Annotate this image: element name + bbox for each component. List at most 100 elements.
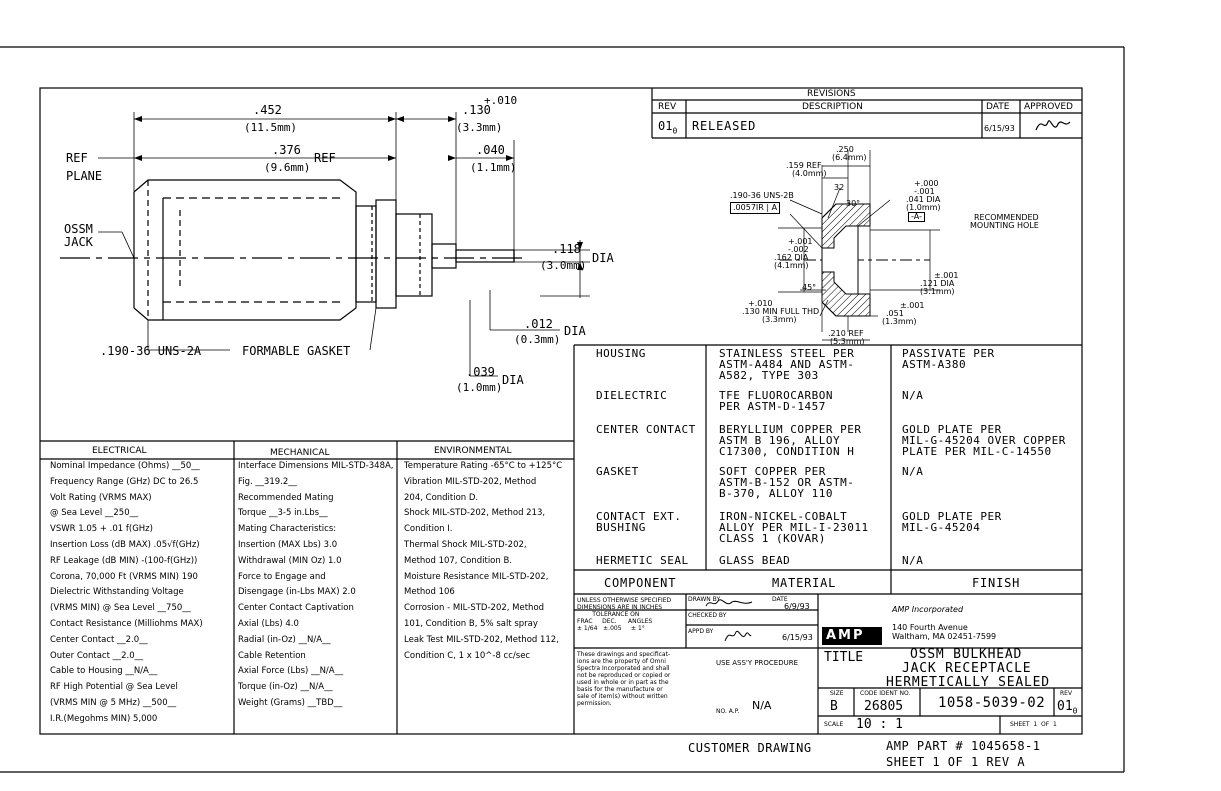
mechanical-spec-line: Weight (Grams) __TBD__ (238, 698, 343, 708)
ref-label-left: REF (66, 151, 88, 165)
material-row-material: GLASS BEAD (719, 554, 791, 567)
revisions-title: REVISIONS (807, 89, 856, 99)
footer-sheet: SHEET 1 OF 1 REV A (886, 755, 1026, 769)
electrical-spec-line: Insertion Loss (dB MAX) .05√f(GHz) (50, 540, 200, 550)
mh-30deg: 30° (846, 199, 861, 208)
electrical-spec-line: Corona, 70,000 Ft (VRMS MIN) 190 (50, 571, 198, 582)
material-row-finish: N/A (902, 389, 924, 402)
environmental-spec-line: Moisture Resistance MIL-STD-202, (404, 571, 549, 582)
mechanical-spec-line: Cable Retention (238, 650, 306, 661)
environmental-title: ENVIRONMENTAL (434, 446, 512, 456)
mh-162: .162 DIA (774, 253, 809, 262)
title-label: TITLE (824, 650, 864, 665)
dia-label-2: DIA (564, 324, 586, 338)
dia-label-1: DIA (592, 251, 614, 265)
proprietary-notice: These drawings and specificat- ions are … (577, 651, 671, 707)
mechanical-spec-line: Axial Force (Lbs) __N/A__ (238, 666, 344, 677)
dim-452: .452 (253, 103, 282, 117)
rev-col-header: REV (658, 102, 677, 112)
title-line-3: HERMETICALLY SEALED (886, 675, 1050, 690)
material-row-component: DIELECTRIC (596, 389, 668, 402)
mh-210-mm: (5.3mm) (830, 337, 865, 346)
environmental-spec-line: 101, Condition B, 5% salt spray (404, 619, 538, 629)
mechanical-spec-line: Interface Dimensions MIL-STD-348A, (238, 461, 394, 471)
mh-datum-a: -A- (908, 212, 925, 222)
mh-159: .159 REF (786, 161, 822, 170)
revision-description: RELEASED (692, 119, 757, 133)
date-label: DATE (772, 596, 788, 603)
material-row-finish: PASSIVATE PER ASTM-A380 (902, 347, 995, 371)
material-row-finish: N/A (902, 465, 924, 478)
mh-210: .210 REF (828, 329, 864, 338)
mh-041-mm: (1.0mm) (906, 203, 941, 212)
electrical-spec-line: Frequency Range (GHz) DC to 26.5 (50, 476, 199, 487)
mechanical-spec-line: Mating Characteristics: (238, 524, 337, 535)
company-name: AMP Incorporated (892, 605, 964, 614)
revision-date: 6/15/93 (984, 124, 1015, 133)
electrical-title: ELECTRICAL (92, 446, 147, 456)
environmental-spec-line: Vibration MIL-STD-202, Method (404, 476, 537, 487)
mechanical-spec-line: Disengage (in-Lbs MAX) 2.0 (238, 587, 356, 598)
mh-tolp001: +.001 (788, 237, 813, 246)
environmental-spec-line: Method 107, Condition B. (404, 555, 513, 566)
material-row-material: IRON-NICKEL-COBALT ALLOY PER MIL-I-23011… (719, 510, 869, 545)
scale-label: SCALE (824, 721, 844, 728)
mechanical-spec-line: Fig. __319.2__ (238, 476, 297, 487)
date-col-header: DATE (986, 102, 1010, 112)
mh-051: .051 (886, 309, 904, 318)
electrical-spec-line: RF High Potential @ Sea Level (50, 682, 178, 693)
recommended-label: RECOMMENDED (974, 213, 1039, 222)
material-row-component: CONTACT EXT. BUSHING (596, 510, 682, 534)
mh-001b: ±.001 (900, 301, 925, 310)
mh-tol-001: -.001 (914, 187, 935, 196)
mh-32: 32 (834, 183, 845, 192)
company-address-1: 140 Fourth Avenue (892, 623, 968, 632)
material-row-material: STAINLESS STEEL PER ASTM-A484 AND ASTM- … (719, 347, 855, 382)
dim-452-mm: (11.5mm) (244, 121, 297, 134)
mh-tol-000: +.000 (914, 179, 939, 188)
mh-010: +.010 (748, 299, 773, 308)
mechanical-spec-line: Axial (Lbs) 4.0 (238, 619, 299, 629)
amp-part-number: AMP PART # 1045658-1 (886, 739, 1041, 753)
mh-tolm002: -.002 (788, 245, 809, 254)
mh-250: .250 (836, 145, 854, 154)
use-assy-procedure: USE ASS'Y PROCEDURE (716, 659, 799, 667)
dim-012-mm: (0.3mm) (514, 333, 561, 346)
dim-130: .130 (462, 103, 491, 117)
environmental-spec-line: Corrosion - MIL-STD-202, Method (404, 603, 545, 614)
size-label: SIZE (830, 690, 844, 697)
plane-label: PLANE (66, 169, 103, 183)
material-row-component: HERMETIC SEAL (596, 554, 689, 567)
finish-header: FINISH (972, 576, 1021, 590)
environmental-spec-line: Condition I. (404, 524, 453, 535)
mh-001: ±.001 (934, 271, 959, 280)
electrical-spec-line: @ Sea Level __250__ (50, 508, 139, 519)
environmental-spec-line: Method 106 (404, 587, 455, 598)
dim-012: .012 (524, 317, 553, 331)
mechanical-title: MECHANICAL (270, 448, 330, 458)
electrical-spec-line: Volt Rating (VRMS MAX) (50, 492, 152, 503)
mh-250-mm: (6.4mm) (832, 153, 867, 162)
environmental-spec-line: Temperature Rating -65°C to +125°C (404, 461, 563, 471)
material-row-material: BERYLLIUM COPPER PER ASTM B 196, ALLOY C… (719, 423, 862, 458)
material-row-component: HOUSING (596, 347, 646, 360)
material-row-material: TFE FLUOROCARBON PER ASTM-D-1457 (719, 389, 833, 413)
electrical-spec-line: Outer Contact __2.0__ (50, 650, 144, 661)
dim-039: .039 (466, 365, 495, 379)
description-col-header: DESCRIPTION (802, 102, 863, 112)
dim-118: .118 (552, 242, 581, 256)
electrical-spec-line: (VRMS MIN @ 5 MHz) __500__ (50, 698, 177, 708)
component-header: COMPONENT (604, 576, 677, 590)
gasket-label: FORMABLE GASKET (242, 344, 351, 358)
checked-by-label: CHECKED BY (688, 612, 727, 619)
amp-logo-box (822, 627, 882, 645)
mh-162-mm: (4.1mm) (774, 261, 809, 270)
material-row-component: GASKET (596, 465, 639, 478)
mh-121-mm: (3.1mm) (920, 287, 955, 296)
electrical-spec-line: I.R.(Megohms MIN) 5,000 (50, 713, 158, 724)
title-line-1: OSSM BULKHEAD (910, 647, 1023, 662)
mh-uns: .190-36 UNS-2B (730, 191, 794, 200)
customer-drawing: CUSTOMER DRAWING (688, 741, 812, 755)
jack-label: JACK (64, 235, 93, 249)
